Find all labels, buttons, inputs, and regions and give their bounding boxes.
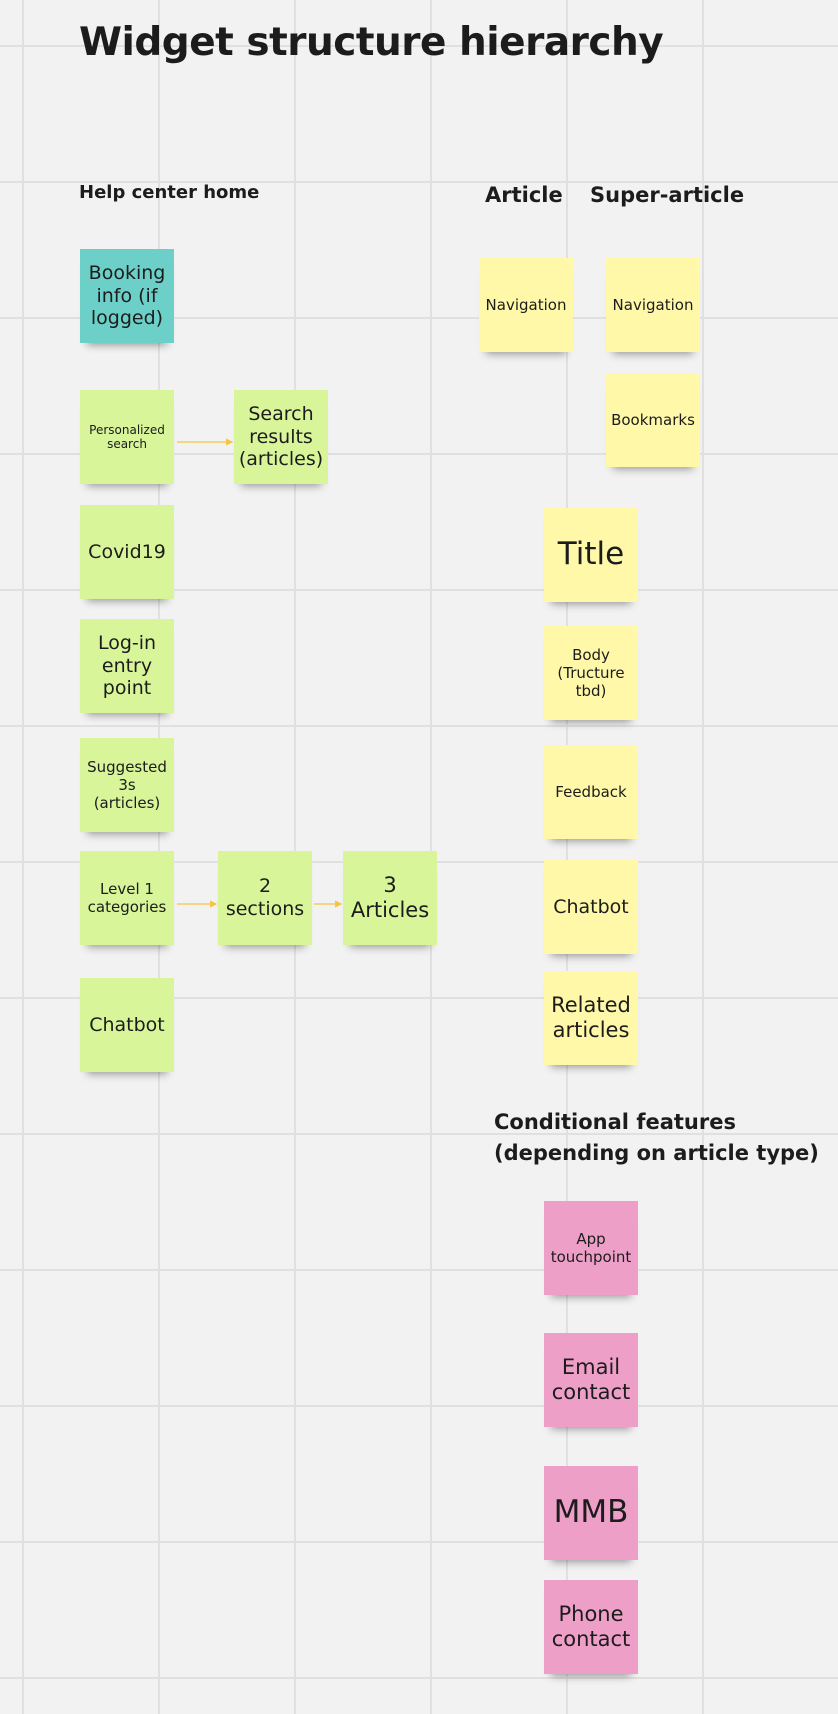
sticky-note-suggested-articles[interactable]: Suggested 3s (articles)	[80, 738, 174, 832]
sticky-note-phone-contact[interactable]: Phone contact	[544, 1580, 638, 1674]
sticky-note-navigation-super-article[interactable]: Navigation	[606, 258, 700, 352]
sticky-note-login-entry[interactable]: Log-in entry point	[80, 619, 174, 713]
sticky-note-covid19[interactable]: Covid19	[80, 505, 174, 599]
sticky-note-booking-info[interactable]: Booking info (if logged)	[80, 249, 174, 343]
sticky-note-2-sections[interactable]: 2 sections	[218, 851, 312, 945]
sticky-note-navigation-article[interactable]: Navigation	[479, 258, 573, 352]
sticky-note-search-results[interactable]: Search results (articles)	[234, 390, 328, 484]
section-label-help-center: Help center home	[79, 182, 260, 203]
sticky-note-feedback[interactable]: Feedback	[544, 745, 638, 839]
sticky-note-title[interactable]: Title	[544, 508, 638, 602]
sticky-note-body[interactable]: Body (Tructure tbd)	[544, 626, 638, 720]
sticky-note-chatbot-article[interactable]: Chatbot	[544, 860, 638, 954]
sticky-note-chatbot-home[interactable]: Chatbot	[80, 978, 174, 1072]
sticky-note-mmb[interactable]: MMB	[544, 1466, 638, 1560]
sticky-note-3-articles[interactable]: 3 Articles	[343, 851, 437, 945]
sticky-note-bookmarks[interactable]: Bookmarks	[606, 373, 700, 467]
board-title: Widget structure hierarchy	[79, 20, 664, 65]
sticky-note-level1-categories[interactable]: Level 1 categories	[80, 851, 174, 945]
section-label-super-article: Super-article	[590, 183, 745, 207]
section-label-article: Article	[485, 183, 563, 207]
sticky-note-related-articles[interactable]: Related articles	[544, 971, 638, 1065]
section-label-conditional: Conditional features (depending on artic…	[494, 1110, 819, 1165]
sticky-note-personalized-search[interactable]: Personalized search	[80, 390, 174, 484]
sticky-note-app-touchpoint[interactable]: App touchpoint	[544, 1201, 638, 1295]
sticky-note-email-contact[interactable]: Email contact	[544, 1333, 638, 1427]
